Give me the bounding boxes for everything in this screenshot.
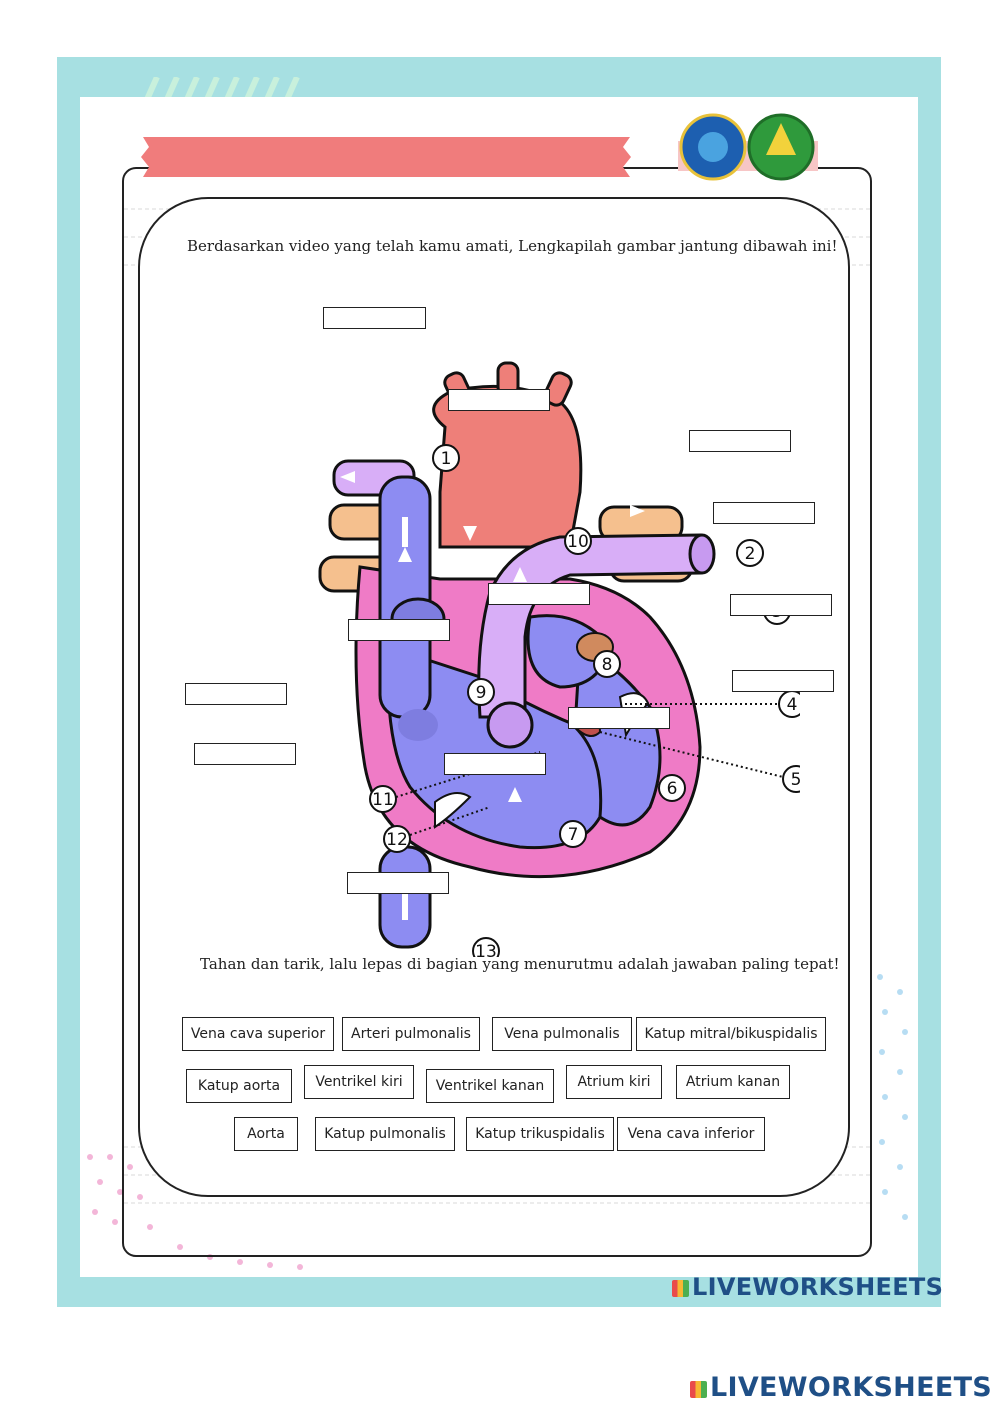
- decor-dots-right: [870, 967, 918, 1267]
- school-logos: [678, 111, 818, 183]
- word-atrium-kanan[interactable]: Atrium kanan: [676, 1065, 790, 1099]
- answer-box-5[interactable]: [732, 670, 834, 692]
- svg-text:7: 7: [568, 825, 579, 845]
- marker-12: 12: [384, 826, 410, 852]
- marker-11: 11: [370, 786, 396, 812]
- word-katup-mitral[interactable]: Katup mitral/bikuspidalis: [636, 1017, 826, 1051]
- word-ventrikel-kanan[interactable]: Ventrikel kanan: [426, 1069, 554, 1103]
- word-atrium-kiri[interactable]: Atrium kiri: [566, 1065, 662, 1099]
- answer-box-8[interactable]: [488, 583, 590, 605]
- word-vena-cava-superior[interactable]: Vena cava superior: [182, 1017, 334, 1051]
- marker-6: 6: [659, 775, 685, 801]
- answer-box-11[interactable]: [185, 683, 287, 705]
- answer-box-2[interactable]: [689, 430, 791, 452]
- answer-box-12[interactable]: [194, 743, 296, 765]
- svg-text:8: 8: [602, 655, 613, 675]
- word-arteri-pulmonalis[interactable]: Arteri pulmonalis: [342, 1017, 480, 1051]
- marker-10: 10: [565, 528, 591, 554]
- svg-text:11: 11: [372, 790, 394, 810]
- marker-4: 4: [779, 691, 800, 717]
- svg-text:10: 10: [567, 532, 589, 552]
- word-katup-trikuspidalis[interactable]: Katup trikuspidalis: [466, 1117, 614, 1151]
- marker-8: 8: [594, 651, 620, 677]
- svg-text:6: 6: [667, 779, 678, 799]
- svg-text:4: 4: [787, 695, 798, 715]
- answer-box-10[interactable]: [448, 389, 550, 411]
- word-katup-pulmonalis[interactable]: Katup pulmonalis: [315, 1117, 455, 1151]
- svg-text:12: 12: [386, 830, 408, 850]
- word-aorta[interactable]: Aorta: [234, 1117, 298, 1151]
- title-banner: [135, 135, 635, 179]
- brand-icon: [690, 1381, 707, 1398]
- word-vena-cava-inferior[interactable]: Vena cava inferior: [617, 1117, 765, 1151]
- answer-box-7[interactable]: [444, 753, 546, 775]
- word-katup-aorta[interactable]: Katup aorta: [186, 1069, 292, 1103]
- answer-box-6[interactable]: [568, 707, 670, 729]
- marker-2: 2: [737, 540, 763, 566]
- marker-9: 9: [468, 679, 494, 705]
- marker-1: 1: [433, 445, 459, 471]
- word-ventrikel-kiri[interactable]: Ventrikel kiri: [304, 1065, 414, 1099]
- worksheet-frame: Berdasarkan video yang telah kamu amati,…: [57, 57, 941, 1307]
- marker-5: 5: [783, 766, 800, 792]
- brand-footer-logo: LIVEWORKSHEETS: [690, 1372, 992, 1403]
- word-vena-pulmonalis[interactable]: Vena pulmonalis: [492, 1017, 632, 1051]
- answer-box-13[interactable]: [347, 872, 449, 894]
- brand-icon: [672, 1280, 689, 1297]
- vena-cava-superior-shape: [380, 477, 430, 717]
- brand-footer-text: LIVEWORKSHEETS: [710, 1372, 992, 1403]
- answer-box-3[interactable]: [713, 502, 815, 524]
- instruction-bottom: Tahan dan tarik, lalu lepas di bagian ya…: [200, 955, 840, 973]
- svg-text:9: 9: [476, 683, 487, 703]
- marker-7: 7: [560, 821, 586, 847]
- answer-box-1[interactable]: [323, 307, 426, 329]
- svg-text:1: 1: [441, 449, 452, 469]
- answer-box-9[interactable]: [348, 619, 450, 641]
- worksheet-paper: Berdasarkan video yang telah kamu amati,…: [80, 97, 918, 1277]
- instruction-top: Berdasarkan video yang telah kamu amati,…: [187, 237, 837, 255]
- answer-box-4[interactable]: [730, 594, 832, 616]
- svg-text:5: 5: [791, 770, 800, 790]
- brand-inner-text: LIVEWORKSHEETS: [692, 1273, 943, 1301]
- brand-inner-logo: LIVEWORKSHEETS: [672, 1273, 943, 1301]
- svg-text:2: 2: [745, 544, 756, 564]
